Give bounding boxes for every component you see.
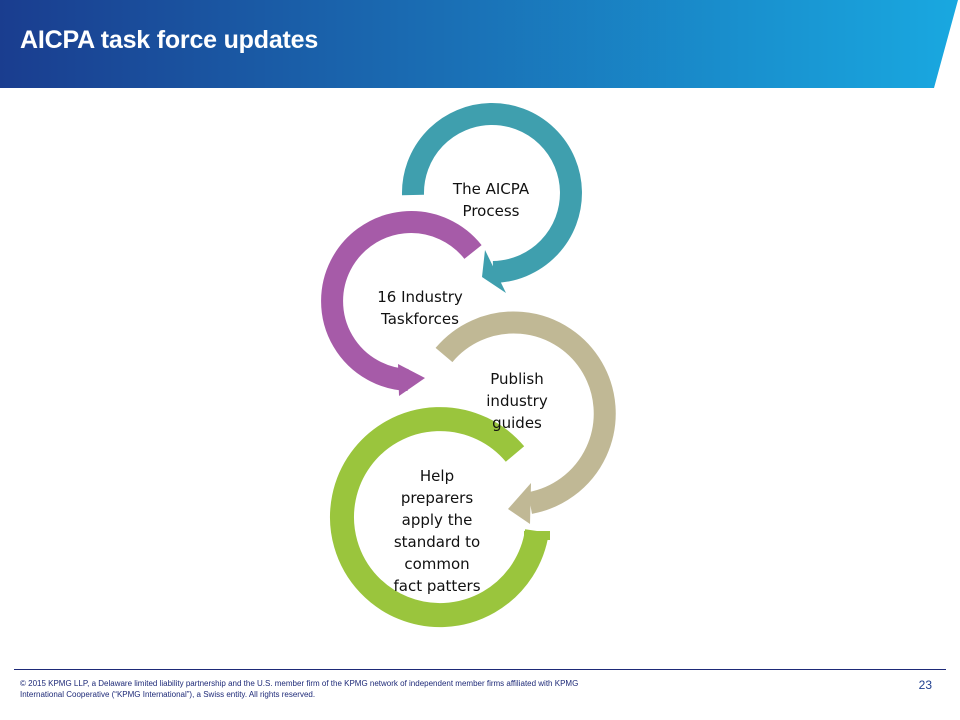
step-4-ring-end	[524, 531, 550, 540]
step-1-arrow-ring	[401, 103, 582, 283]
step-3-label: Publish industry guides	[486, 370, 548, 432]
footer-copyright: © 2015 KPMG LLP, a Delaware limited liab…	[20, 679, 579, 699]
step-3-arrow-head	[508, 483, 531, 524]
step-2-arrow-head	[398, 364, 425, 396]
step-1-arrow-head	[482, 250, 506, 293]
page-title: AICPA task force updates	[20, 26, 319, 54]
step-1-label: The AICPA Process	[452, 180, 530, 220]
step-3-arrow-ring	[435, 311, 616, 514]
page-number: 23	[918, 678, 932, 692]
step-4-ring	[330, 407, 549, 628]
header-background	[0, 0, 958, 88]
header-banner: AICPA task force updates	[0, 0, 960, 88]
step-4-label: Help preparers apply the standard to com…	[393, 467, 481, 595]
step-2-label: 16 Industry Taskforces	[377, 288, 463, 328]
step-2-arrow-ring	[321, 211, 482, 391]
footer-divider	[14, 669, 946, 670]
